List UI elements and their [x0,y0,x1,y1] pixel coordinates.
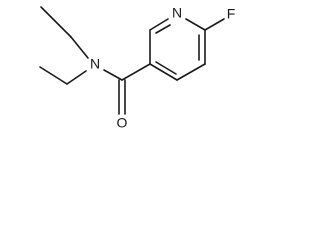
bond-ch2-ch3-upper [40,6,72,38]
pyridine-ring [149,18,206,81]
amide-nitrogen-label: N [90,56,100,72]
bond-n1-c6 [185,18,206,31]
bond-c5-c4 [176,63,206,81]
bond-c2-n1-inner [155,24,171,34]
bond-carbonyl-n [103,69,123,81]
ring-nitrogen-label: N [172,5,182,21]
fluorine-label: F [227,6,236,22]
amide-group [103,63,151,115]
bond-c4-c3 [149,63,178,81]
bond-c3-carbonyl [121,63,151,81]
bond-n-ch2-upper [70,36,89,59]
bond-n-ch2-lower [66,70,87,85]
bond-c2-n1 [149,18,169,31]
bond-c4-c3-inner [155,61,177,75]
molecule-structure: N F N O [39,5,236,131]
bond-ch2-ch3-lower [39,66,68,85]
bond-c6-f [204,18,225,31]
carbonyl-oxygen-label: O [117,115,128,131]
ethyl-groups [39,6,89,85]
